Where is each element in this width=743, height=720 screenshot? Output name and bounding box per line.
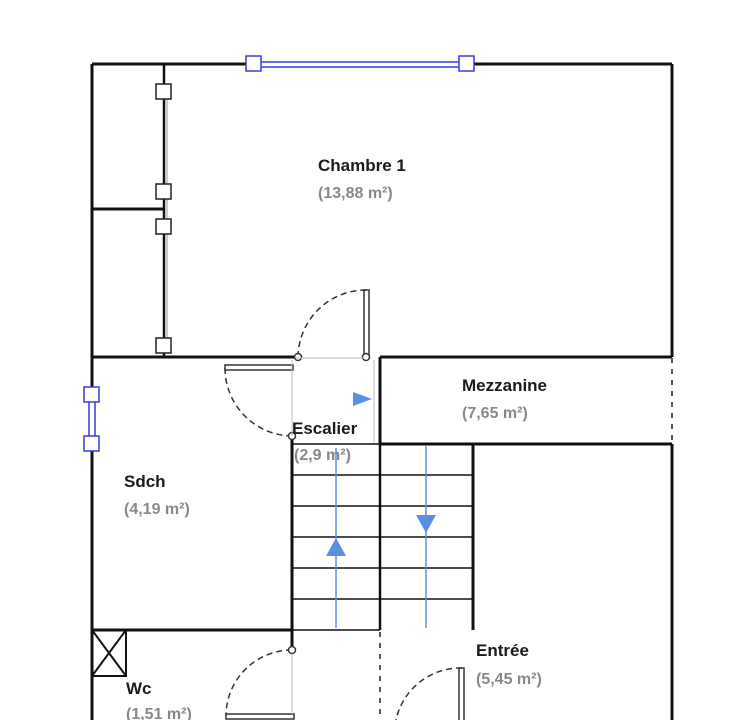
room-name-mezzanine: Mezzanine: [462, 376, 547, 395]
closet-handle-3[interactable]: [155, 218, 172, 235]
room-mezzanine: Mezzanine (7,65 m²): [462, 376, 547, 422]
top-window[interactable]: [245, 55, 475, 72]
closet-handle-1[interactable]: [155, 83, 172, 100]
door-entree[interactable]: [395, 667, 465, 720]
room-area-chambre: (13,88 m²): [318, 185, 393, 202]
room-escalier: Escalier (2,9 m²): [292, 419, 358, 464]
landing-arrow-icon: [353, 392, 372, 406]
landing-outline: [291, 357, 375, 444]
staircase: [292, 443, 473, 631]
room-name-sdch: Sdch: [124, 472, 166, 491]
vent-box: [91, 629, 127, 677]
room-entree: Entrée (5,45 m²): [476, 641, 542, 688]
closet-handle-4[interactable]: [155, 337, 172, 354]
room-chambre: Chambre 1 (13,88 m²): [318, 156, 406, 202]
arrow-down-icon: [416, 515, 436, 533]
room-area-entree: (5,45 m²): [476, 671, 542, 688]
door-chambre[interactable]: [293, 289, 371, 362]
window-handle-left[interactable]: [245, 55, 262, 72]
window-handle-right[interactable]: [458, 55, 475, 72]
room-area-mezzanine: (7,65 m²): [462, 405, 528, 422]
room-area-sdch: (4,19 m²): [124, 501, 190, 518]
closet-doors[interactable]: [155, 64, 172, 357]
left-window[interactable]: [83, 386, 100, 452]
dashed-openings: [379, 358, 673, 720]
room-name-wc: Wc: [126, 679, 152, 698]
closet-handle-2[interactable]: [155, 183, 172, 200]
window-handle-top[interactable]: [83, 386, 100, 403]
stair-direction-arrows: [326, 446, 436, 628]
room-name-entree: Entrée: [476, 641, 529, 660]
room-area-escalier: (2,9 m²): [294, 447, 351, 464]
room-name-chambre: Chambre 1: [318, 156, 406, 175]
window-handle-bottom[interactable]: [83, 435, 100, 452]
arrow-up-icon: [326, 538, 346, 556]
interior-walls: [92, 207, 672, 650]
room-wc: Wc (1,51 m²): [126, 679, 192, 720]
door-sdch[interactable]: [224, 364, 297, 441]
room-name-escalier: Escalier: [292, 419, 358, 438]
room-area-wc: (1,51 m²): [126, 706, 192, 720]
room-sdch: Sdch (4,19 m²): [124, 472, 190, 518]
door-wc[interactable]: [225, 645, 297, 720]
